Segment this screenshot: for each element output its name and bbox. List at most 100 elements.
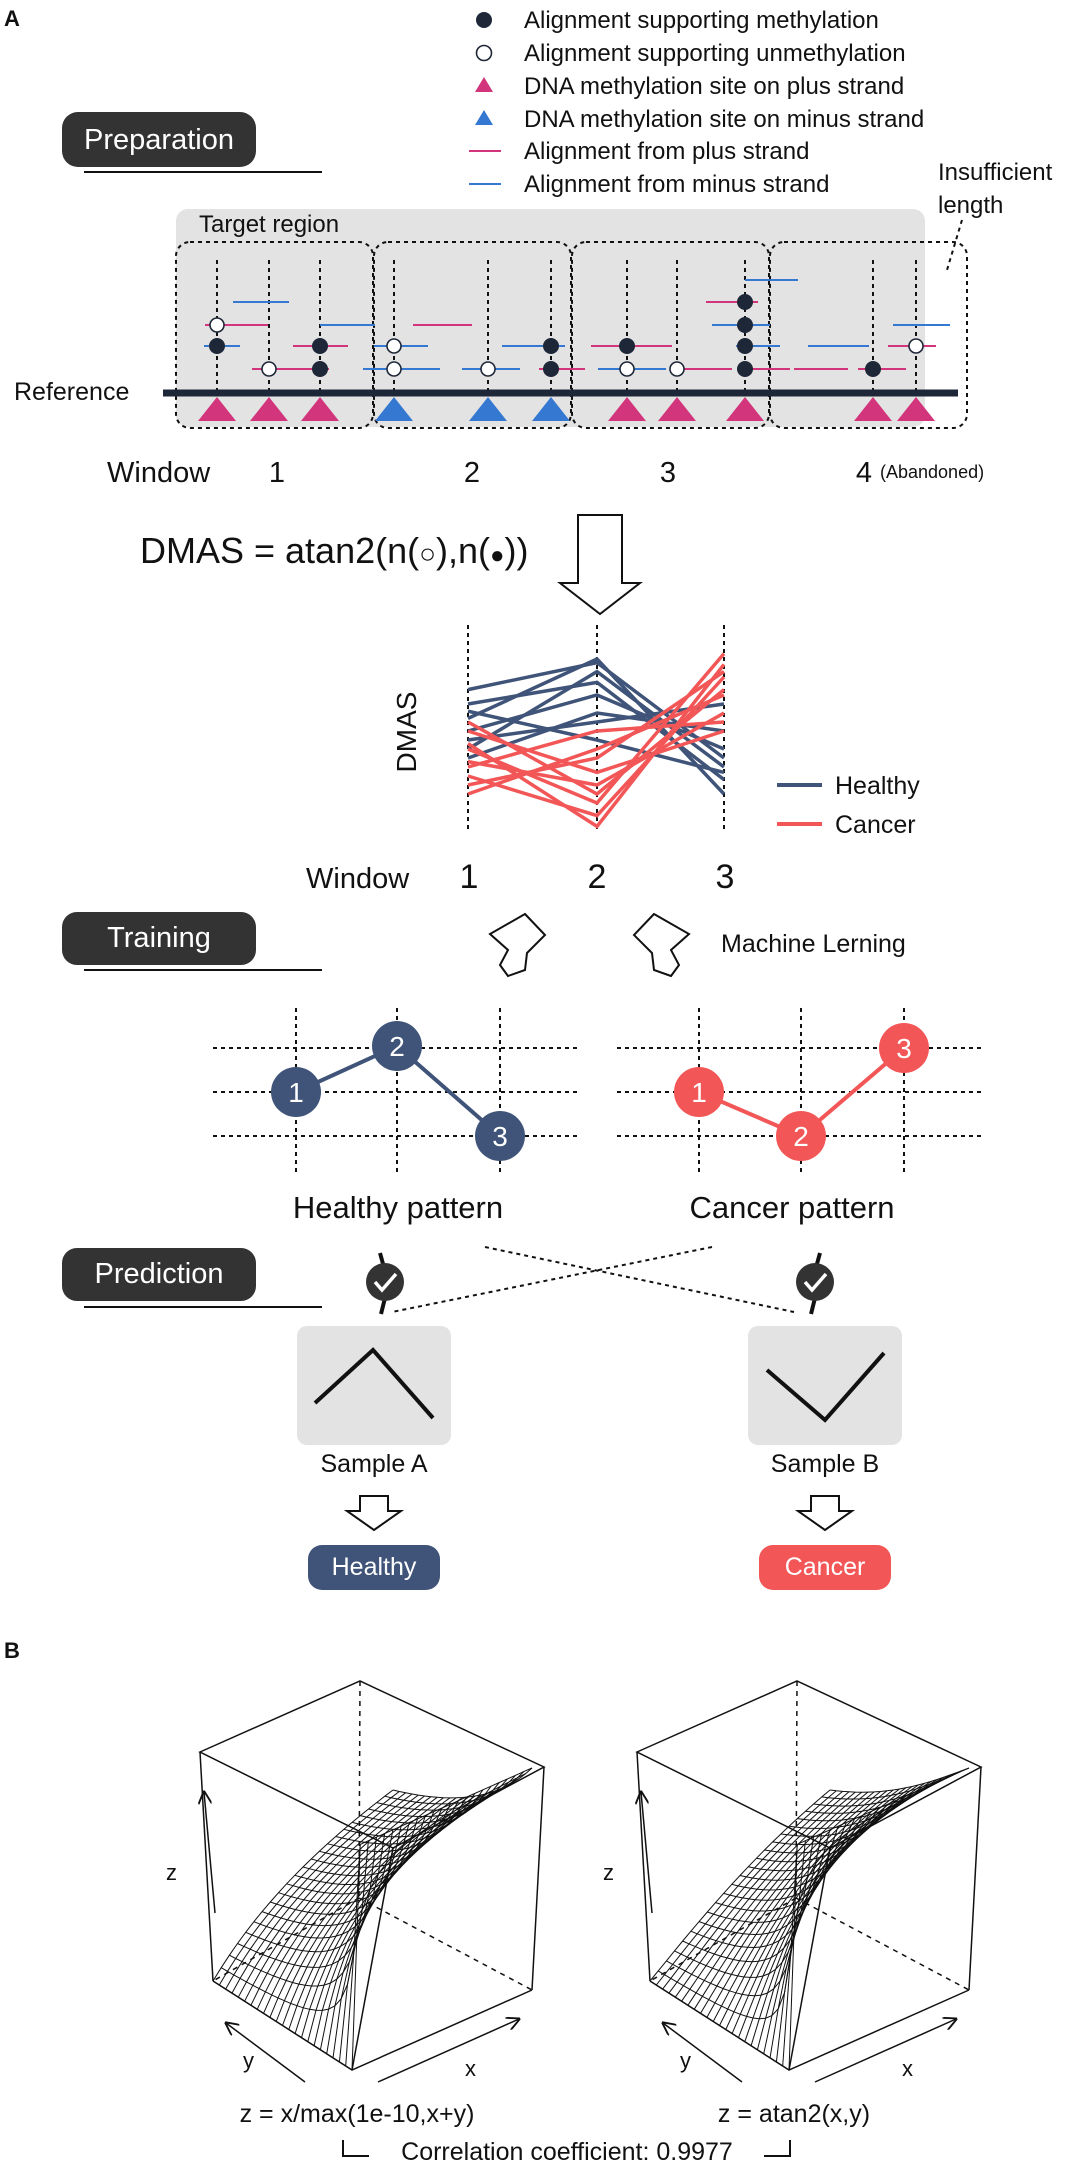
mesh-line: [690, 1829, 831, 1949]
mesh-line: [666, 1840, 806, 1997]
panel-a-label: A: [4, 6, 20, 31]
cancer-pattern: 1 2 3 Cancer pattern: [617, 1008, 985, 1225]
mesh-line: [376, 1774, 516, 1811]
legend: Alignment supporting methylation Alignme…: [469, 7, 924, 198]
unmethylated-marker: [209, 317, 225, 333]
mesh-line: [301, 1794, 482, 2038]
healthy-dmas-line-8: [467, 702, 725, 742]
sample-a-label: Sample A: [320, 1450, 427, 1478]
mesh-line: [674, 1791, 856, 1998]
insufficient-length-label: Insufficient length: [938, 159, 1059, 219]
methylated-marker: [312, 361, 328, 377]
z-axis-arrow: [641, 1792, 653, 1914]
legend-item-label: DNA methylation site on minus strand: [524, 106, 924, 133]
window-row-label: Window: [107, 457, 211, 489]
window-abandoned-note: (Abandoned): [880, 462, 984, 482]
dmas-legend-cancer-label: Cancer: [835, 811, 916, 839]
legend-item-label: DNA methylation site on plus strand: [524, 73, 904, 100]
dmas-legend-healthy-label: Healthy: [835, 772, 920, 800]
healthy-dmas-line-4: [467, 693, 725, 751]
mesh-line: [253, 1829, 394, 1939]
window-box-3: [571, 241, 770, 429]
dmas-tick-3: 3: [716, 858, 735, 896]
minus-strand-site: [375, 397, 413, 421]
legend-minus-triangle-icon: [475, 110, 493, 125]
cancer-pattern-label: Cancer pattern: [689, 1190, 894, 1225]
dmas-formula: DMAS = atan2(n(○),n(●)): [140, 530, 529, 571]
correlation-bracket: Correlation coefficient: 0.9977: [342, 2138, 791, 2162]
methylated-marker: [737, 317, 753, 333]
plus-strand-site: [608, 397, 646, 421]
cancer-dmas-line-8: [467, 663, 726, 829]
methylation-markers: [209, 294, 924, 377]
unmethylated-marker: [908, 338, 924, 354]
legend-item-label: Alignment supporting methylation: [524, 7, 879, 34]
result-arrow-b-icon: [794, 1495, 856, 1532]
y-axis-label: y: [243, 2048, 254, 2073]
dmas-y-label: DMAS: [391, 692, 422, 773]
healthy-point-1: [271, 1067, 321, 1117]
cancer-point-2: [776, 1111, 826, 1161]
plus-strand-site: [854, 397, 892, 421]
mesh-line: [212, 1789, 394, 1982]
mesh-line: [282, 1797, 463, 2026]
methylated-marker: [209, 338, 225, 354]
training-section-header: Training: [62, 912, 322, 971]
window-box-1: [175, 241, 374, 429]
mesh-line: [218, 1791, 400, 1986]
healthy-dmas-line-3: [467, 680, 726, 781]
dmas-tick-2: 2: [588, 858, 607, 896]
mesh-line: [789, 1785, 929, 1829]
match-check-b: [796, 1252, 834, 1315]
mesh-line: [719, 1788, 900, 2026]
mesh-line: [668, 1791, 850, 1994]
legend-open-circle-icon: [475, 44, 493, 62]
z-axis-label: z: [603, 1860, 614, 1885]
healthy-pattern: 1 2 3 Healthy pattern: [213, 1008, 580, 1225]
plus-strand-site: [198, 397, 236, 421]
insufficient-length-pointer: [946, 219, 963, 271]
healthy-dmas-line-7: [467, 709, 725, 775]
plus-strand-site: [301, 397, 339, 421]
target-region-label: Target region: [199, 211, 339, 238]
window-number-3: 3: [660, 457, 676, 489]
result-badge-healthy: [308, 1545, 440, 1590]
healthy-point-label: 3: [492, 1121, 508, 1152]
sample-a-box: [297, 1326, 451, 1445]
preparation-label: Preparation: [84, 124, 234, 156]
cancer-point-label: 2: [793, 1121, 809, 1152]
surface-plot-1: z y x z = x/max(1e-10,x+y): [166, 1680, 546, 2128]
y-axis-arrow: [226, 2023, 306, 2083]
unmethylated-marker: [261, 361, 277, 377]
surface-formula-2: z = atan2(x,y): [718, 2100, 870, 2128]
mesh-line: [311, 1804, 451, 1868]
prediction-section-header: Prediction: [62, 1248, 322, 1308]
cancer-point-label: 3: [896, 1033, 912, 1064]
cancer-point-1: [674, 1067, 724, 1117]
unmethylated-marker: [386, 338, 402, 354]
cancer-dmas-line-1: [467, 652, 726, 806]
mesh-line: [700, 1791, 881, 2014]
healthy-point-label: 1: [288, 1077, 304, 1108]
sample-b: Sample B Cancer: [748, 1326, 902, 1590]
methylation-sites: [198, 397, 935, 421]
dmas-tick-1: 1: [460, 858, 479, 896]
legend-item-label: Alignment supporting unmethylation: [524, 40, 906, 67]
x-axis-label: x: [465, 2056, 476, 2081]
arrow-to-healthy-icon: [488, 912, 547, 978]
healthy-point-3: [475, 1111, 525, 1161]
cancer-dmas-line-5: [467, 670, 725, 787]
plus-strand-site: [250, 397, 288, 421]
surface-plot-2: z y x z = atan2(x,y): [603, 1680, 983, 2128]
mesh-line: [237, 1794, 419, 1998]
window-number-4: 4: [856, 457, 872, 489]
mesh-line: [712, 1789, 894, 2022]
mesh-line: [744, 1782, 926, 2042]
panel-b-label: B: [4, 1638, 20, 1663]
dmas-series-lines: [467, 652, 726, 829]
mesh-line: [731, 1786, 913, 2034]
dmas-x-label: Window: [306, 863, 410, 895]
mesh-line: [250, 1796, 432, 2006]
result-arrow-a-icon: [343, 1495, 405, 1532]
